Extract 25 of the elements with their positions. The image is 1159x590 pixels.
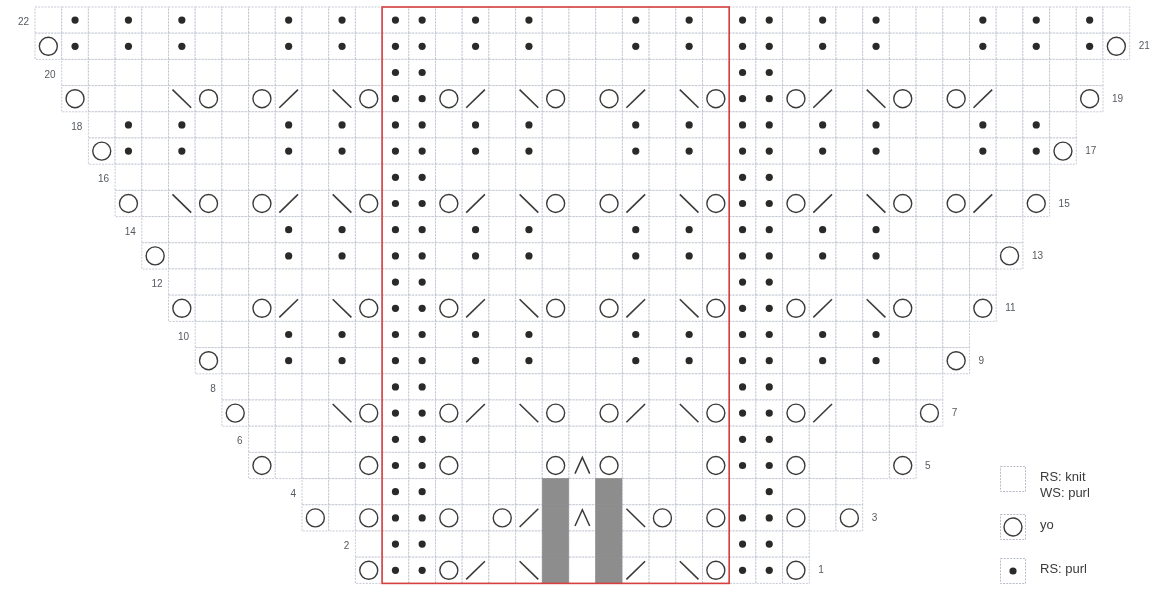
row-number: 10 xyxy=(178,330,190,343)
row-number: 21 xyxy=(1138,40,1150,53)
row-number: 18 xyxy=(71,120,83,133)
row-number: 15 xyxy=(1058,197,1070,210)
row-number: 13 xyxy=(1031,249,1043,262)
row-number: 14 xyxy=(124,225,136,238)
legend-label: yo xyxy=(1040,516,1055,533)
legend-label: RS: knit WS: purl xyxy=(1040,468,1091,501)
row-number: 5 xyxy=(925,459,931,472)
row-number: 2 xyxy=(343,540,350,553)
legend-label: RS: purl xyxy=(1040,560,1088,577)
row-number: 8 xyxy=(210,382,216,395)
row-number: 7 xyxy=(951,407,958,420)
row-number: 16 xyxy=(97,173,110,186)
row-number: 20 xyxy=(44,68,56,81)
row-number: 9 xyxy=(978,354,985,367)
row-number: 3 xyxy=(871,511,878,524)
row-number: 22 xyxy=(17,16,29,29)
row-number: 12 xyxy=(151,278,163,291)
row-number: 11 xyxy=(1005,302,1016,315)
row-number: 17 xyxy=(1085,145,1097,158)
row-number: 4 xyxy=(290,487,296,500)
row-number: 19 xyxy=(1112,92,1124,105)
row-number: 1 xyxy=(818,564,824,577)
row-number: 6 xyxy=(237,435,243,448)
